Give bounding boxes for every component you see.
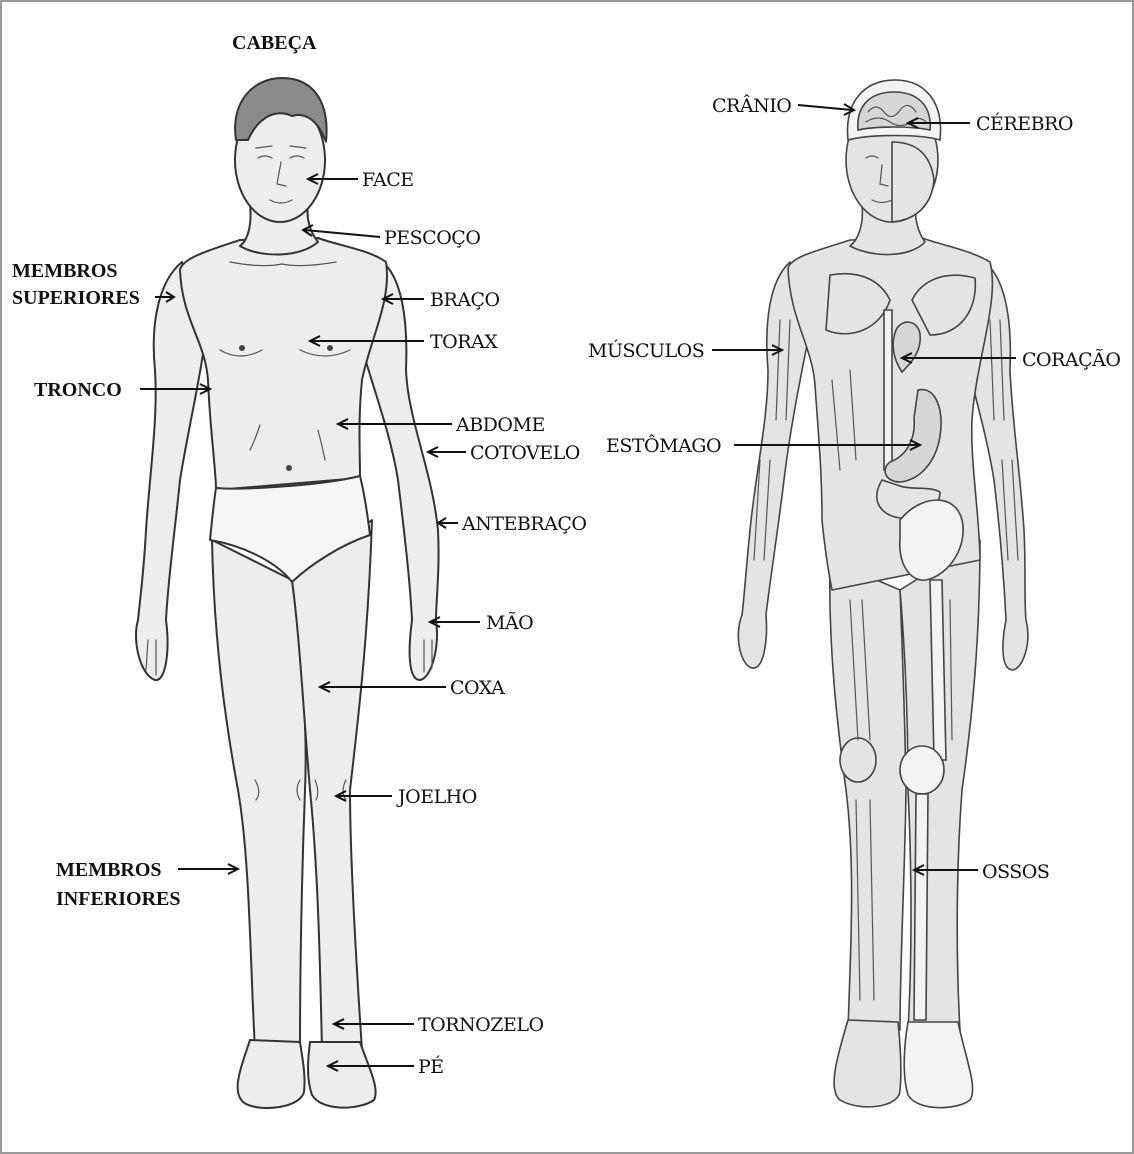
label-membros-superiores-line2: SUPERIORES [12, 287, 140, 309]
label-abdome: ABDOME [455, 414, 545, 436]
knee-cap [900, 746, 944, 794]
tibia [914, 794, 928, 1020]
label-braco: BRAÇO [430, 289, 500, 311]
internal-left-foot [834, 1020, 901, 1107]
right-nipple [327, 345, 333, 351]
label-membros-inferiores-line2: INFERIORES [56, 888, 180, 910]
label-torax: TORAX [430, 331, 498, 353]
label-cerebro: CÉREBRO [976, 112, 1073, 135]
label-membros-inferiores-line1: MEMBROS [56, 859, 162, 881]
label-pescoco: PESCOÇO [384, 227, 480, 249]
label-membros-superiores-line1: MEMBROS [12, 260, 118, 282]
label-face: FACE [362, 169, 414, 191]
label-coxa: COXA [450, 677, 505, 699]
label-tronco: TRONCO [34, 379, 122, 401]
label-cotovelo: COTOVELO [470, 442, 580, 464]
label-cranio: CRÂNIO [712, 94, 791, 117]
label-joelho: JOELHO [396, 786, 477, 808]
label-ossos: OSSOS [982, 861, 1049, 883]
navel [286, 465, 292, 471]
label-cabeca: CABEÇA [232, 32, 317, 54]
label-mao: MÃO [486, 612, 533, 634]
label-estomago: ESTÔMAGO [606, 434, 721, 457]
left-foot [238, 1040, 305, 1108]
label-antebraco: ANTEBRAÇO [461, 513, 587, 535]
label-pe: PÉ [418, 1055, 444, 1078]
label-musculos: MÚSCULOS [588, 339, 704, 362]
left-nipple [239, 345, 245, 351]
label-coracao: CORAÇÃO [1022, 349, 1120, 371]
label-tornozelo: TORNOZELO [418, 1014, 544, 1036]
left-knee [840, 738, 876, 782]
